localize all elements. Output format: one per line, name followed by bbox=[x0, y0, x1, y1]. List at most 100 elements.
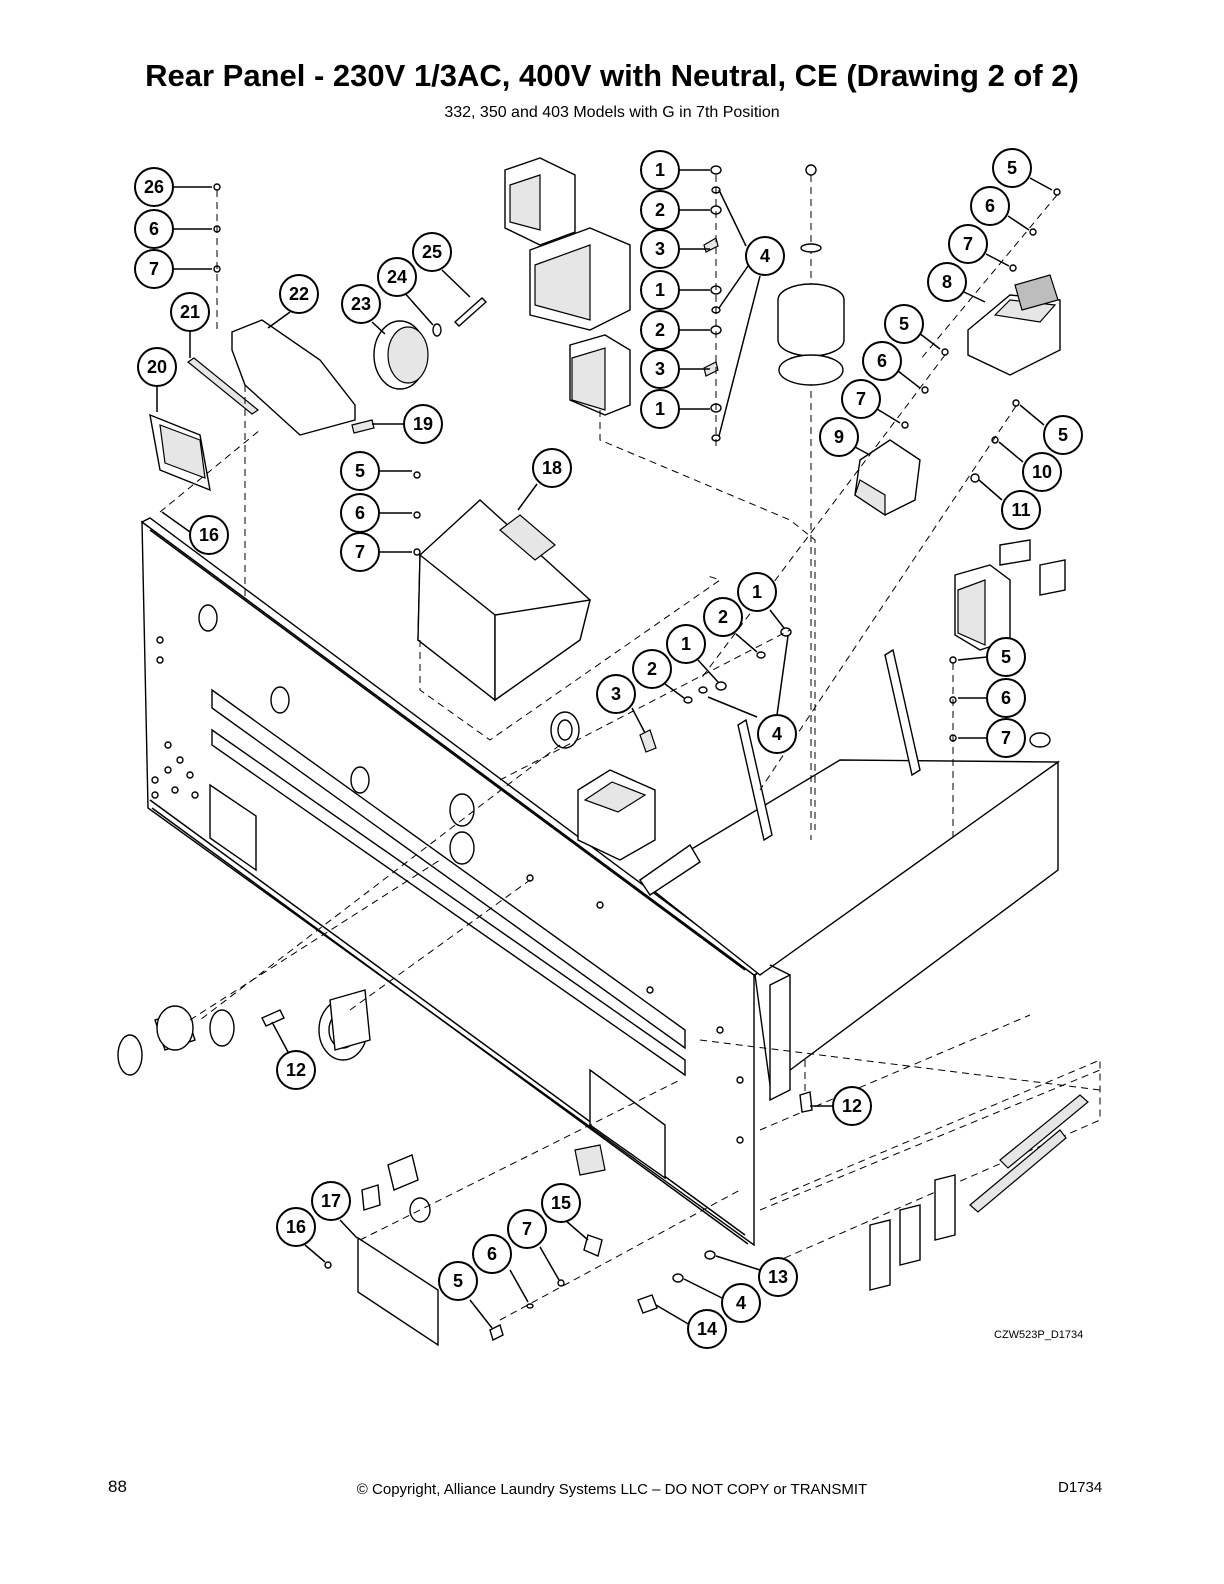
callout: 12 bbox=[276, 1050, 316, 1090]
callout: 5 bbox=[1043, 415, 1083, 455]
contactor-group bbox=[504, 157, 816, 830]
callout: 7 bbox=[948, 224, 988, 264]
document-id: D1734 bbox=[1058, 1479, 1103, 1496]
leader-lines bbox=[156, 169, 1053, 1329]
callout: 20 bbox=[137, 347, 177, 387]
callout: 1 bbox=[640, 150, 680, 190]
callout: 1 bbox=[737, 572, 777, 612]
callout: 17 bbox=[311, 1181, 351, 1221]
svg-text:12: 12 bbox=[286, 1060, 306, 1080]
callout: 4 bbox=[757, 714, 797, 754]
callout: 26 bbox=[134, 167, 174, 207]
svg-text:6: 6 bbox=[1001, 688, 1011, 708]
callout: 1 bbox=[666, 624, 706, 664]
callout: 15 bbox=[541, 1183, 581, 1223]
callout: 7 bbox=[986, 718, 1026, 758]
washer-column bbox=[703, 165, 722, 450]
svg-text:16: 16 bbox=[286, 1217, 306, 1237]
callout: 8 bbox=[927, 262, 967, 302]
svg-text:6: 6 bbox=[487, 1244, 497, 1264]
svg-text:19: 19 bbox=[413, 414, 433, 434]
svg-text:26: 26 bbox=[144, 177, 164, 197]
rear-panel bbox=[140, 517, 762, 1247]
callout: 2 bbox=[640, 310, 680, 350]
svg-text:18: 18 bbox=[542, 458, 562, 478]
left-bracket-group bbox=[149, 183, 488, 600]
lower-left-parts bbox=[117, 859, 531, 1076]
callout: 22 bbox=[279, 274, 319, 314]
page-title: Rear Panel - 230V 1/3AC, 400V with Neutr… bbox=[145, 58, 1079, 93]
svg-text:5: 5 bbox=[355, 461, 365, 481]
callout: 12 bbox=[832, 1086, 872, 1126]
svg-text:7: 7 bbox=[856, 389, 866, 409]
svg-text:1: 1 bbox=[655, 399, 665, 419]
svg-text:11: 11 bbox=[1011, 500, 1030, 520]
callout-bubbles: 26 6 7 22 21 20 23 24 25 19 16 5 6 7 18 … bbox=[134, 148, 1083, 1349]
svg-text:2: 2 bbox=[718, 607, 728, 627]
callout: 11 bbox=[1001, 490, 1041, 530]
callout: 3 bbox=[640, 349, 680, 389]
svg-text:15: 15 bbox=[551, 1193, 571, 1213]
callout: 7 bbox=[134, 249, 174, 289]
svg-text:3: 3 bbox=[655, 239, 665, 259]
callout: 7 bbox=[841, 379, 881, 419]
callout: 21 bbox=[170, 292, 210, 332]
callout: 6 bbox=[340, 493, 380, 533]
svg-text:2: 2 bbox=[655, 320, 665, 340]
svg-text:7: 7 bbox=[1001, 728, 1011, 748]
mid-cluster bbox=[199, 627, 792, 1021]
callout: 1 bbox=[640, 389, 680, 429]
svg-text:22: 22 bbox=[289, 284, 309, 304]
callout: 3 bbox=[596, 674, 636, 714]
svg-text:3: 3 bbox=[655, 359, 665, 379]
svg-text:21: 21 bbox=[180, 302, 200, 322]
callout: 14 bbox=[687, 1309, 727, 1349]
callout: 19 bbox=[403, 404, 443, 444]
svg-text:1: 1 bbox=[752, 582, 762, 602]
callout: 2 bbox=[703, 597, 743, 637]
svg-text:7: 7 bbox=[149, 259, 159, 279]
svg-text:14: 14 bbox=[697, 1319, 717, 1339]
callout: 16 bbox=[276, 1207, 316, 1247]
svg-text:6: 6 bbox=[877, 351, 887, 371]
callout: 3 bbox=[640, 229, 680, 269]
page-subtitle: 332, 350 and 403 Models with G in 7th Po… bbox=[444, 104, 780, 121]
svg-text:9: 9 bbox=[834, 427, 844, 447]
svg-text:3: 3 bbox=[611, 684, 621, 704]
svg-text:4: 4 bbox=[772, 724, 782, 744]
svg-text:7: 7 bbox=[963, 234, 973, 254]
callout: 1 bbox=[640, 270, 680, 310]
svg-text:24: 24 bbox=[387, 267, 407, 287]
callout: 18 bbox=[532, 448, 572, 488]
callout: 7 bbox=[340, 532, 380, 572]
svg-text:4: 4 bbox=[736, 1293, 746, 1313]
svg-text:16: 16 bbox=[199, 525, 219, 545]
svg-text:6: 6 bbox=[149, 219, 159, 239]
svg-text:5: 5 bbox=[1001, 647, 1011, 667]
svg-text:5: 5 bbox=[453, 1271, 463, 1291]
callout: 5 bbox=[340, 451, 380, 491]
callout: 5 bbox=[884, 304, 924, 344]
svg-text:1: 1 bbox=[655, 280, 665, 300]
svg-text:20: 20 bbox=[147, 357, 167, 377]
toroid-filter bbox=[777, 164, 845, 840]
callout: 13 bbox=[758, 1257, 798, 1297]
svg-text:2: 2 bbox=[655, 200, 665, 220]
svg-text:1: 1 bbox=[655, 160, 665, 180]
svg-text:7: 7 bbox=[355, 542, 365, 562]
svg-text:23: 23 bbox=[351, 294, 371, 314]
callout: 6 bbox=[986, 678, 1026, 718]
callout: 9 bbox=[819, 417, 859, 457]
svg-text:13: 13 bbox=[768, 1267, 788, 1287]
page-number: 88 bbox=[108, 1477, 127, 1496]
callout: 16 bbox=[189, 515, 229, 555]
svg-text:10: 10 bbox=[1032, 462, 1052, 482]
callout: 24 bbox=[377, 257, 417, 297]
callout: 4 bbox=[745, 236, 785, 276]
svg-text:7: 7 bbox=[522, 1219, 532, 1239]
svg-text:4: 4 bbox=[760, 246, 770, 266]
callout: 7 bbox=[507, 1209, 547, 1249]
svg-text:8: 8 bbox=[942, 272, 952, 292]
bottom-parts bbox=[324, 1060, 813, 1347]
